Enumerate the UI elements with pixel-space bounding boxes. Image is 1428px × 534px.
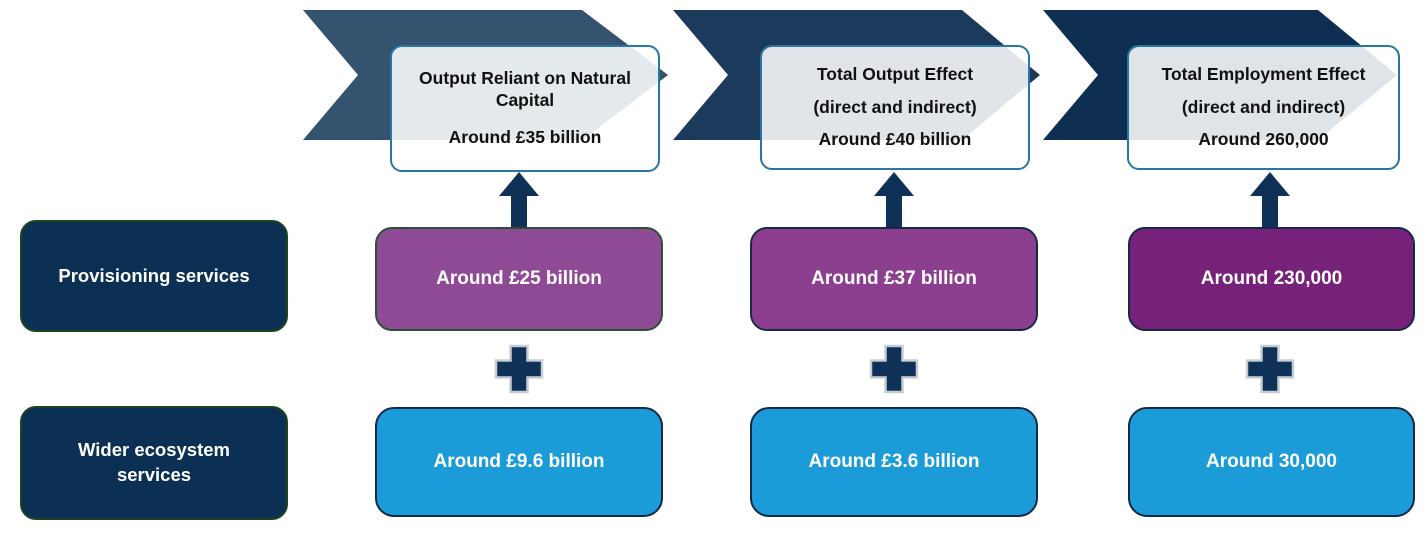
value-text: Around 30,000 — [1206, 451, 1337, 472]
callout-title: Total Output Effect — [816, 63, 974, 84]
provisioning-value-box-2: Around £37 billion — [750, 227, 1038, 331]
callout-subtitle: (direct and indirect) — [1181, 96, 1346, 117]
row-label-text: Wider ecosystem services — [77, 439, 230, 485]
callout-subtitle: (direct and indirect) — [813, 96, 977, 117]
value-text: Around £25 billion — [436, 268, 602, 289]
row-label-text: Provisioning services — [58, 264, 250, 286]
wider-value-box-2: Around £3.6 billion — [750, 407, 1038, 517]
value-text: Around £37 billion — [811, 268, 977, 289]
up-arrow-icon — [874, 172, 914, 227]
callout-output-reliant: Output Reliant on Natural Capital Around… — [390, 45, 660, 172]
provisioning-value-box-1: Around £25 billion — [375, 227, 663, 331]
row-label-provisioning-services: Provisioning services — [20, 220, 288, 332]
callout-value: Around £40 billion — [818, 129, 972, 150]
wider-value-box-1: Around £9.6 billion — [375, 407, 663, 517]
plus-icon — [494, 344, 544, 394]
up-arrow-icon — [1250, 172, 1290, 227]
provisioning-value-box-3: Around 230,000 — [1128, 227, 1415, 331]
wider-value-box-3: Around 30,000 — [1128, 407, 1415, 517]
value-text: Around £9.6 billion — [433, 451, 605, 472]
value-text: Around 230,000 — [1200, 268, 1343, 289]
plus-icon — [1245, 344, 1295, 394]
plus-icon — [869, 344, 919, 394]
row-label-wider-ecosystem-services: Wider ecosystem services — [20, 406, 288, 520]
callout-value: Around 260,000 — [1198, 129, 1329, 150]
callout-total-output-effect: Total Output Effect (direct and indirect… — [760, 45, 1030, 170]
value-text: Around £3.6 billion — [808, 451, 980, 472]
callout-title: Output Reliant on Natural Capital — [419, 68, 631, 110]
up-arrow-icon — [499, 172, 539, 227]
callout-title: Total Employment Effect — [1161, 63, 1366, 84]
callout-value: Around £35 billion — [448, 127, 602, 147]
callout-total-employment-effect: Total Employment Effect (direct and indi… — [1127, 45, 1400, 170]
